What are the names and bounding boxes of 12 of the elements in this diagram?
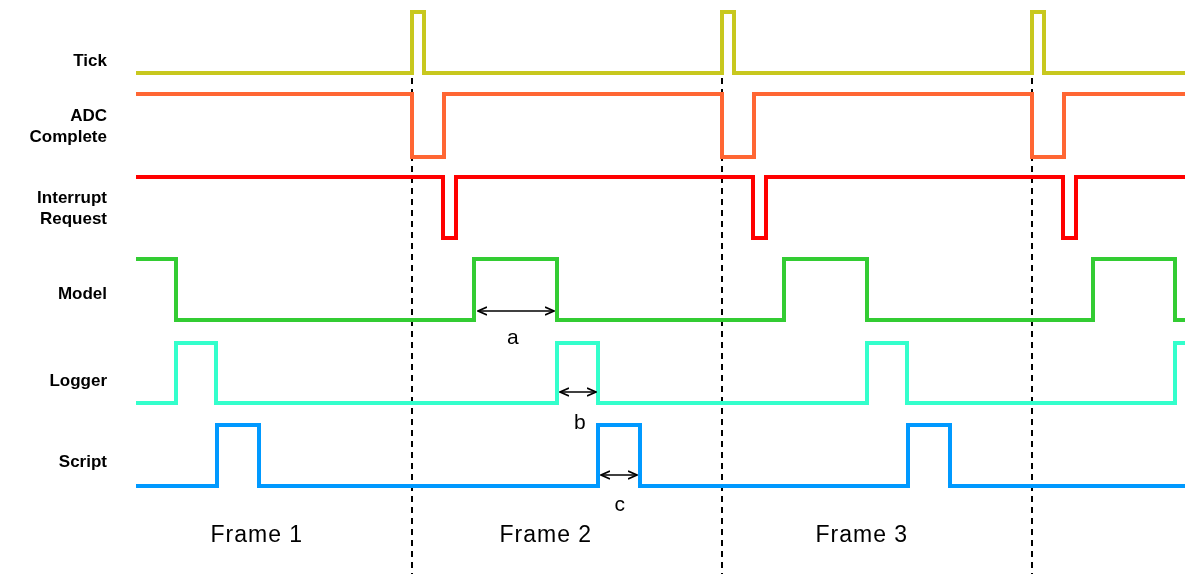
frame-label: Frame 2	[499, 521, 593, 548]
signal-label: Interrupt Request	[36, 187, 107, 229]
signal-label: ADC Complete	[28, 105, 107, 147]
signal-label: Tick	[72, 50, 107, 71]
frame-label: Frame 1	[210, 521, 304, 548]
signal-label: Model	[56, 283, 107, 304]
signal-label: Script	[57, 451, 107, 472]
dimension-label: a	[507, 325, 519, 349]
frame-label: Frame 3	[815, 521, 909, 548]
dimension-label: b	[574, 410, 586, 434]
dimension-label: c	[614, 492, 625, 516]
signal-label: Logger	[48, 370, 107, 391]
